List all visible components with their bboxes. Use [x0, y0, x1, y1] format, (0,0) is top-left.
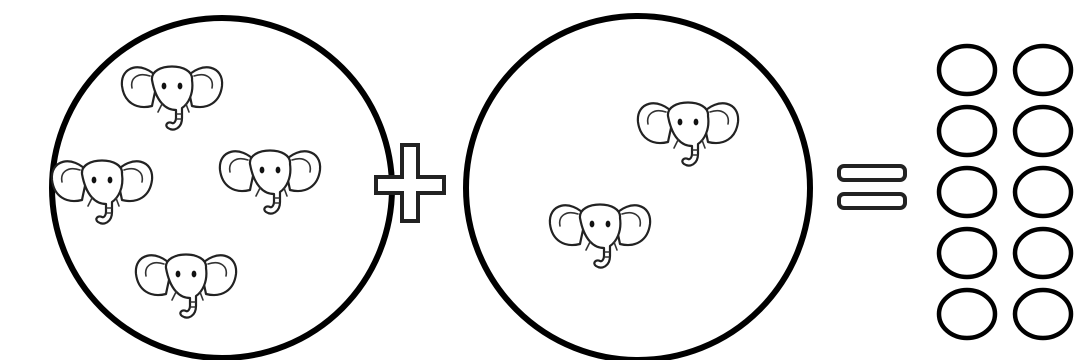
second-group-items	[550, 103, 738, 268]
second-group-circle	[466, 16, 810, 360]
empty-oval-icon[interactable]	[1015, 290, 1071, 338]
elephant-head-icon	[638, 103, 738, 166]
empty-oval-icon[interactable]	[1015, 168, 1071, 216]
elephant-head-icon	[122, 67, 222, 130]
answer-choices	[939, 46, 1071, 338]
elephant-head-icon	[220, 151, 320, 214]
elephant-head-icon	[136, 255, 236, 318]
empty-oval-icon[interactable]	[1015, 46, 1071, 94]
empty-oval-icon[interactable]	[939, 229, 995, 277]
empty-oval-icon[interactable]	[939, 290, 995, 338]
elephant-head-icon	[550, 205, 650, 268]
equals-sign-icon	[839, 166, 905, 208]
empty-oval-icon[interactable]	[1015, 229, 1071, 277]
second-group	[466, 16, 810, 360]
first-group-items	[52, 67, 320, 318]
empty-oval-icon[interactable]	[1015, 107, 1071, 155]
empty-oval-icon[interactable]	[939, 46, 995, 94]
elephant-head-icon	[52, 161, 152, 224]
empty-oval-icon[interactable]	[939, 107, 995, 155]
empty-oval-icon[interactable]	[939, 168, 995, 216]
first-group	[52, 18, 392, 358]
